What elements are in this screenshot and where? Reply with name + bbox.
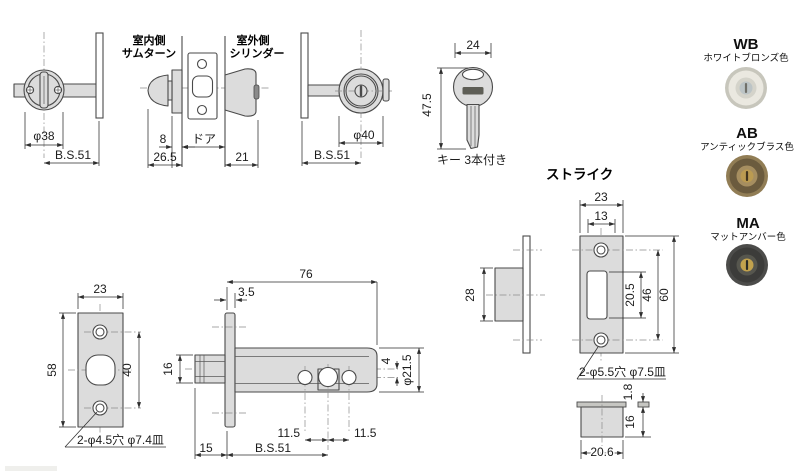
- dim-strike-box-width: 20.6: [590, 445, 614, 459]
- finish-code-ab: AB: [736, 125, 758, 142]
- dim-latch-offset: 4: [379, 357, 393, 364]
- dim-rose-thickness: 8: [160, 132, 167, 146]
- strike-holes-note: 2-φ5.5穴 φ7.5皿: [579, 364, 666, 379]
- dim-spindle-height: 16: [161, 362, 175, 376]
- dim-thumbturn-diameter: φ38: [33, 129, 54, 143]
- dim-cylinder-backset: B.S.51: [314, 148, 350, 162]
- finish-name-ab: アンティックブラス色: [700, 141, 794, 153]
- strike-side-view: 28: [463, 235, 545, 354]
- finish-ma: MA マットアンバー色: [710, 215, 786, 286]
- finish-code-wb: WB: [734, 36, 759, 53]
- faceplate-holes-note: 2-φ4.5穴 φ7.4皿: [77, 432, 164, 447]
- dim-strike-height: 60: [657, 288, 671, 302]
- dim-strike-box-height: 16: [623, 415, 637, 429]
- dim-thumbturn-depth: 26.5: [153, 150, 177, 164]
- finish-ab: AB アンティックブラス色: [700, 125, 794, 197]
- finish-swatch-ab: [726, 155, 768, 197]
- latch-faceplate-view: 23 58 40 2-φ4.5穴 φ7.4皿: [45, 282, 166, 448]
- lock-section-view: 室内側 サムターン 室外側 シリンダー 8 26.5 ドア 21: [122, 33, 285, 168]
- indoor-side-label: 室内側: [133, 33, 166, 47]
- dim-faceplate-height: 58: [45, 363, 59, 377]
- door-label: ドア: [192, 132, 216, 146]
- dim-faceplate-width: 23: [93, 282, 107, 296]
- dim-latch-plate-thickness: 3.5: [238, 285, 255, 299]
- finish-name-ma: マットアンバー色: [710, 231, 786, 243]
- finish-swatch-wb: [725, 67, 767, 109]
- strike-title: ストライク: [546, 167, 613, 182]
- dim-latch-length: 76: [299, 267, 313, 281]
- dim-thumbturn-backset: B.S.51: [55, 148, 91, 162]
- strike-dust-box-view: 1.8 16 20.6: [576, 383, 651, 461]
- page-edge-artifact: [5, 466, 57, 471]
- latch-side-view: 76 3.5 16 4 φ21.5 11.5 11.5 15 B.S.51: [161, 267, 424, 459]
- thumbturn-front-view: φ38 B.S.51: [13, 32, 104, 166]
- strike-front-view: 23 13 20.5 46 60 2-φ5.5穴 φ7.5皿: [572, 190, 679, 380]
- finish-swatch-ma: [726, 244, 768, 286]
- key-drawing: 24 47.5 キー 3本付き: [420, 38, 507, 167]
- dim-key-length: 47.5: [420, 93, 434, 117]
- dim-spindle-length: 15: [199, 441, 213, 455]
- key-count-note: キー 3本付き: [437, 153, 507, 167]
- dim-pitch-left: 11.5: [278, 426, 301, 440]
- dim-pitch-right: 11.5: [354, 426, 377, 440]
- indoor-thumbturn-label: サムターン: [122, 47, 176, 60]
- key-brand-logo: [462, 87, 484, 95]
- dim-strike-width: 23: [594, 190, 608, 204]
- dim-case-diameter: φ21.5: [400, 354, 414, 385]
- outdoor-side-label: 室外側: [237, 33, 270, 47]
- dim-key-width: 24: [466, 38, 480, 52]
- finish-code-ma: MA: [736, 215, 759, 232]
- cylinder-front-view: φ40 B.S.51: [300, 30, 392, 166]
- dim-strike-hole-offset: 13: [594, 209, 608, 223]
- dim-strike-hole-pitch: 46: [640, 288, 654, 302]
- dim-cylinder-depth: 21: [235, 150, 249, 164]
- dim-cylinder-diameter: φ40: [353, 128, 374, 142]
- finish-wb: WB ホワイトブロンズ色: [703, 36, 789, 109]
- outdoor-cylinder-label: シリンダー: [230, 46, 285, 60]
- dim-faceplate-hole-pitch: 40: [120, 363, 134, 377]
- dim-latch-backset: B.S.51: [255, 441, 291, 455]
- finish-name-wb: ホワイトブロンズ色: [703, 52, 789, 64]
- dim-strike-slot-height: 20.5: [623, 283, 637, 307]
- dim-strike-lip: 1.8: [621, 383, 635, 400]
- dim-strike-box-depth: 28: [463, 288, 477, 302]
